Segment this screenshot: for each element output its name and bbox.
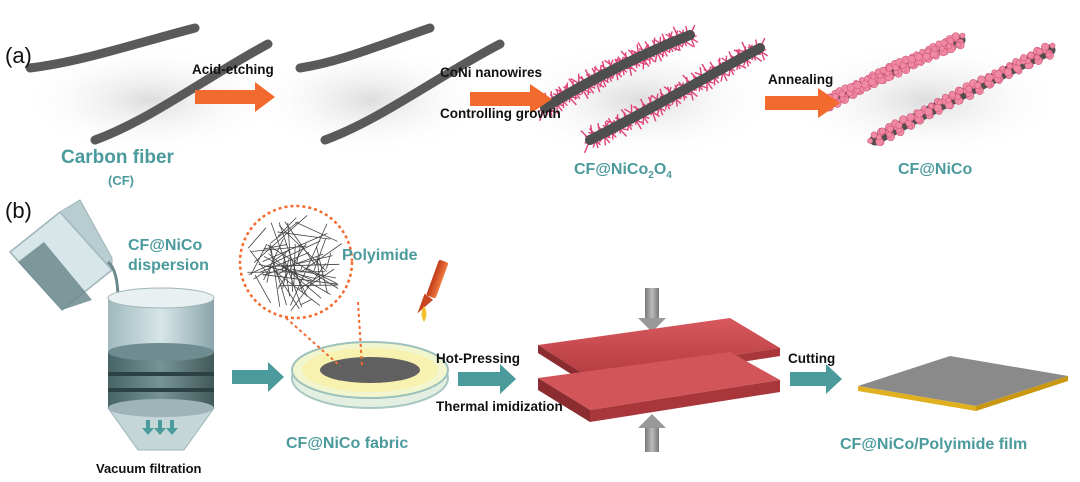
title-cf-nico: CF@NiCo [898, 161, 973, 178]
label-annealing: Annealing [768, 72, 834, 87]
label-controlling-growth: Controlling growth [440, 106, 561, 121]
arrow-hot-pressing [458, 364, 516, 394]
carbon-fiber-icon [25, 23, 273, 145]
nanowire-fiber-icon [535, 24, 769, 154]
panel-label-a: (a) [5, 43, 32, 68]
panel-label-b: (b) [5, 198, 32, 223]
etched-fiber-icon [295, 23, 505, 145]
arrow-acid-etching [195, 82, 275, 112]
label-dispersion-2: dispersion [128, 257, 209, 274]
petri-dish-icon [291, 341, 449, 409]
label-vacuum-filtration: Vacuum filtration [96, 461, 202, 476]
title-carbon-fiber: Carbon fiber [61, 147, 174, 168]
arrow-to-fabric [232, 362, 284, 392]
label-thermal-imidization: Thermal imidization [436, 399, 563, 414]
title-cf-nico2o4: CF@NiCo2O4 [574, 161, 672, 182]
label-fabric: CF@NiCo fabric [286, 435, 409, 452]
label-cutting: Cutting [788, 351, 836, 366]
arrow-cutting [790, 364, 842, 394]
beaker-icon [8, 199, 120, 312]
label-polyimide: Polyimide [342, 247, 418, 264]
arrow-controlling-growth [470, 84, 552, 114]
label-hot-pressing: Hot-Pressing [436, 351, 521, 366]
label-acid-etching: Acid-etching [192, 62, 274, 77]
arrow-annealing [765, 88, 840, 118]
title-cf-abbr: (CF) [108, 173, 134, 188]
shadow-2 [250, 45, 490, 155]
magnifier-circle [238, 204, 363, 367]
dropper-icon [417, 260, 448, 322]
filtration-funnel-icon [107, 287, 215, 451]
label-coni-nanowires: CoNi nanowires [440, 65, 543, 80]
hot-press-icon [538, 288, 780, 452]
label-film: CF@NiCo/Polyimide film [840, 436, 1028, 453]
film-icon [858, 356, 1068, 411]
label-dispersion-1: CF@NiCo [128, 237, 203, 254]
